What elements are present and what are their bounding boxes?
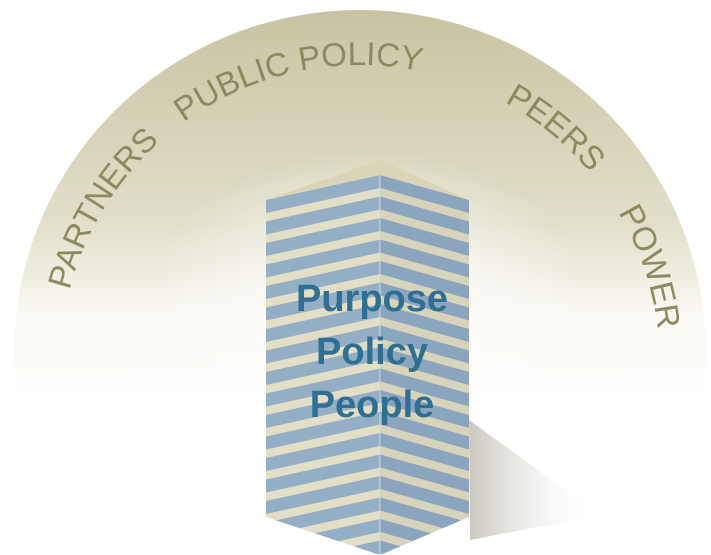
pillar-right-face [380, 175, 469, 555]
pillar-shadow [469, 420, 600, 540]
core-label-policy: Policy [316, 331, 428, 373]
pillar-top [266, 160, 469, 200]
pillar [266, 160, 469, 555]
core-label-people: People [310, 384, 435, 426]
core-label-purpose: Purpose [296, 278, 448, 320]
pillar-left-face [266, 175, 380, 555]
